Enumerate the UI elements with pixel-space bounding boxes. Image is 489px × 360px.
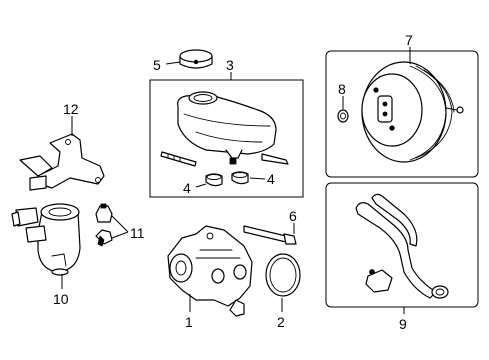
brake-booster	[361, 61, 464, 163]
master-cylinder-o-ring	[265, 253, 301, 297]
vacuum-pump	[11, 203, 81, 276]
callout-7: 7	[405, 32, 413, 48]
leader-5	[165, 61, 181, 65]
callout-2: 2	[277, 314, 285, 330]
fluid-reservoir	[160, 91, 289, 167]
callout-11: 11	[130, 225, 145, 241]
master-cylinder	[167, 225, 253, 317]
callout-4b: 4	[267, 171, 275, 187]
leader-4b	[249, 177, 266, 180]
vacuum-hose-group-box	[325, 182, 479, 308]
booster-group-box	[325, 50, 479, 178]
vacuum-hose	[355, 193, 449, 299]
callout-10: 10	[53, 291, 69, 307]
mounting-grommets	[95, 203, 113, 247]
callout-4a: 4	[183, 180, 191, 196]
callout-8: 8	[338, 81, 346, 97]
fluid-level-sensor	[243, 225, 297, 245]
leader-11b	[111, 231, 129, 239]
callout-5: 5	[153, 57, 161, 73]
callout-6: 6	[289, 208, 297, 224]
leader-4a	[195, 183, 207, 188]
callout-3: 3	[226, 57, 234, 73]
callout-9: 9	[399, 316, 407, 332]
reservoir-seals	[205, 171, 249, 187]
pump-bracket	[19, 133, 105, 191]
reservoir-cap	[179, 49, 213, 69]
callout-1: 1	[185, 314, 193, 330]
callout-12: 12	[63, 101, 79, 117]
booster-seal	[337, 109, 349, 123]
leader-11a	[111, 215, 129, 233]
reservoir-group-box	[149, 79, 304, 198]
